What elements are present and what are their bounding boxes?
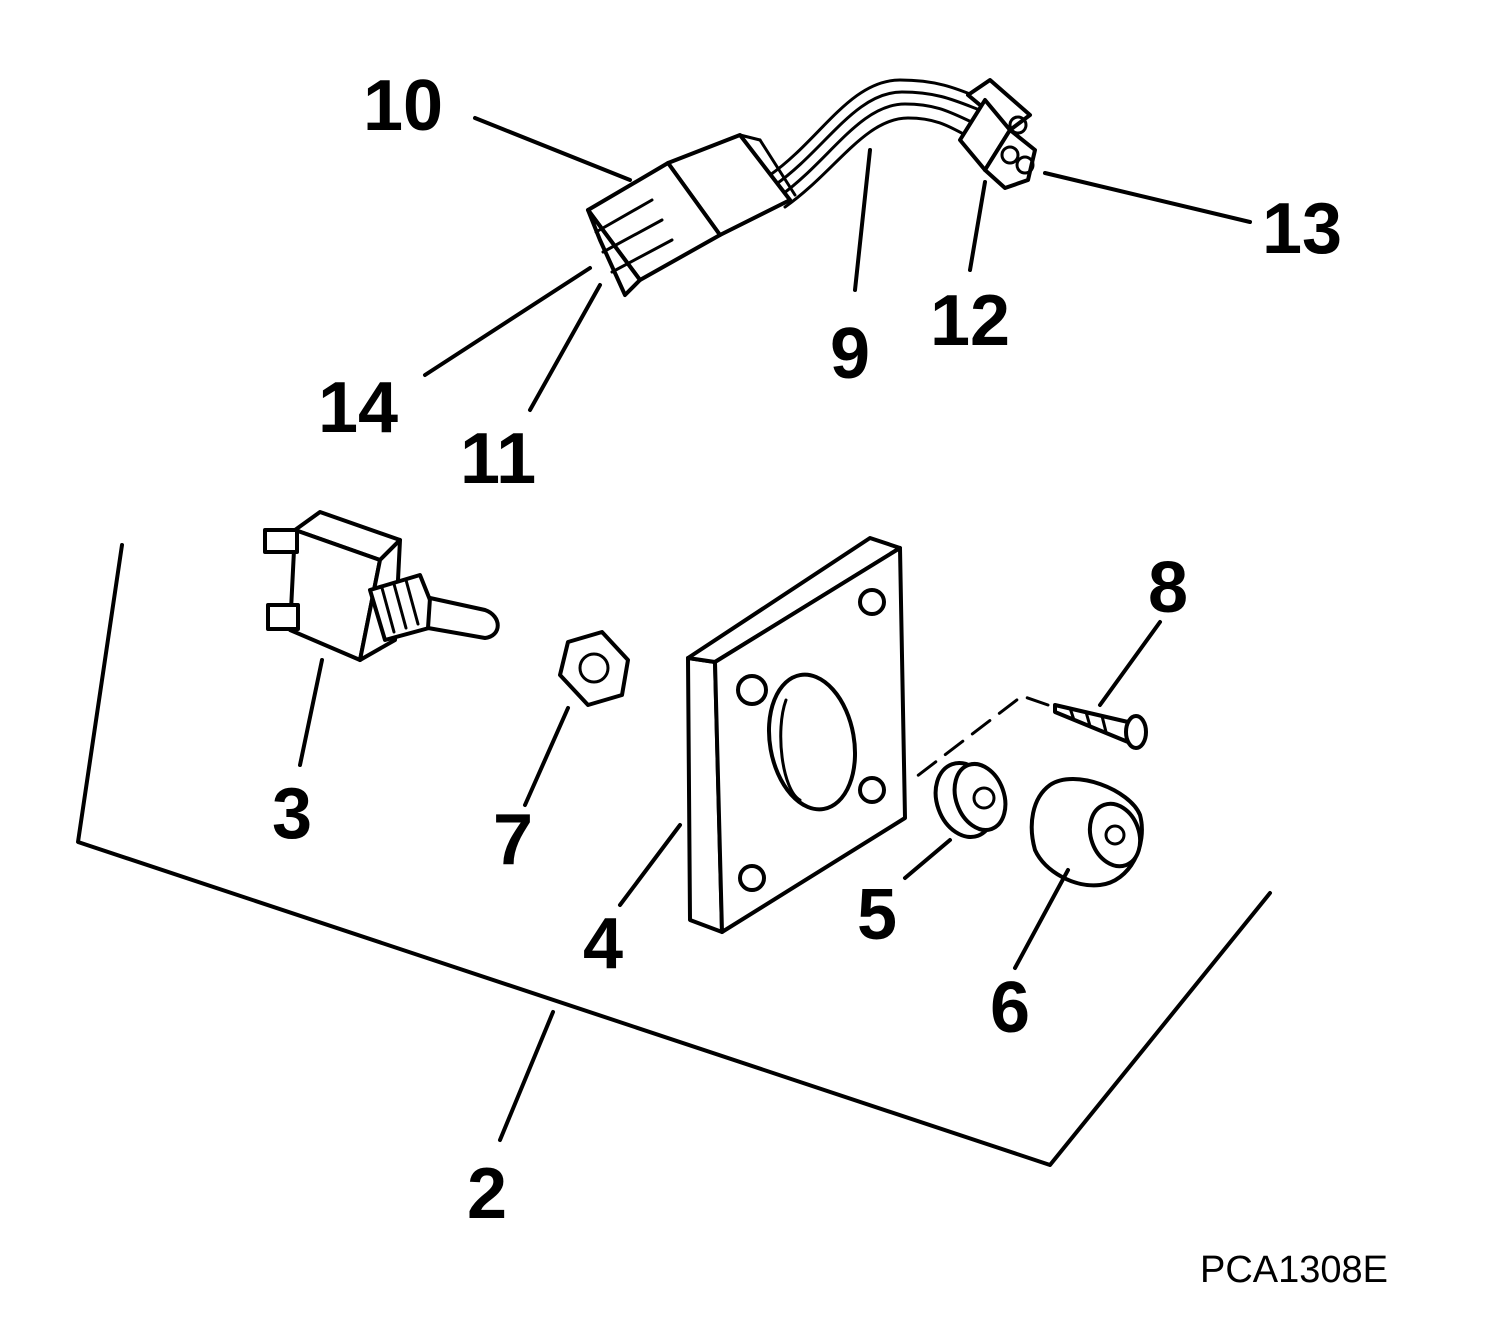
hex-nut bbox=[558, 630, 630, 707]
wiring-harness bbox=[586, 78, 1037, 297]
callout-9: 9 bbox=[830, 314, 870, 394]
callout-13: 13 bbox=[1262, 189, 1342, 269]
callout-4: 4 bbox=[583, 904, 623, 984]
callout-6: 6 bbox=[990, 968, 1030, 1048]
callout-3: 3 bbox=[272, 774, 312, 854]
callout-5: 5 bbox=[857, 875, 897, 955]
lamp-bushing bbox=[933, 761, 1008, 839]
alignment-line bbox=[910, 694, 1050, 782]
callout-7: 7 bbox=[493, 800, 533, 880]
toggle-switch bbox=[263, 510, 500, 662]
figure-id: PCA1308E bbox=[1200, 1249, 1388, 1291]
screw bbox=[1053, 703, 1148, 750]
panel-outline bbox=[76, 543, 1272, 1167]
callout-12: 12 bbox=[930, 281, 1010, 361]
leader-lines bbox=[298, 116, 1252, 1142]
callout-2: 2 bbox=[467, 1154, 507, 1234]
knob-cap bbox=[1029, 777, 1144, 888]
callout-11: 11 bbox=[460, 419, 536, 499]
callout-10: 10 bbox=[363, 66, 443, 146]
callouts: 10 13 12 9 14 11 8 3 7 5 4 6 2 bbox=[272, 66, 1342, 1234]
callout-14: 14 bbox=[318, 368, 398, 448]
mounting-plate bbox=[686, 536, 907, 934]
callout-8: 8 bbox=[1148, 548, 1188, 628]
